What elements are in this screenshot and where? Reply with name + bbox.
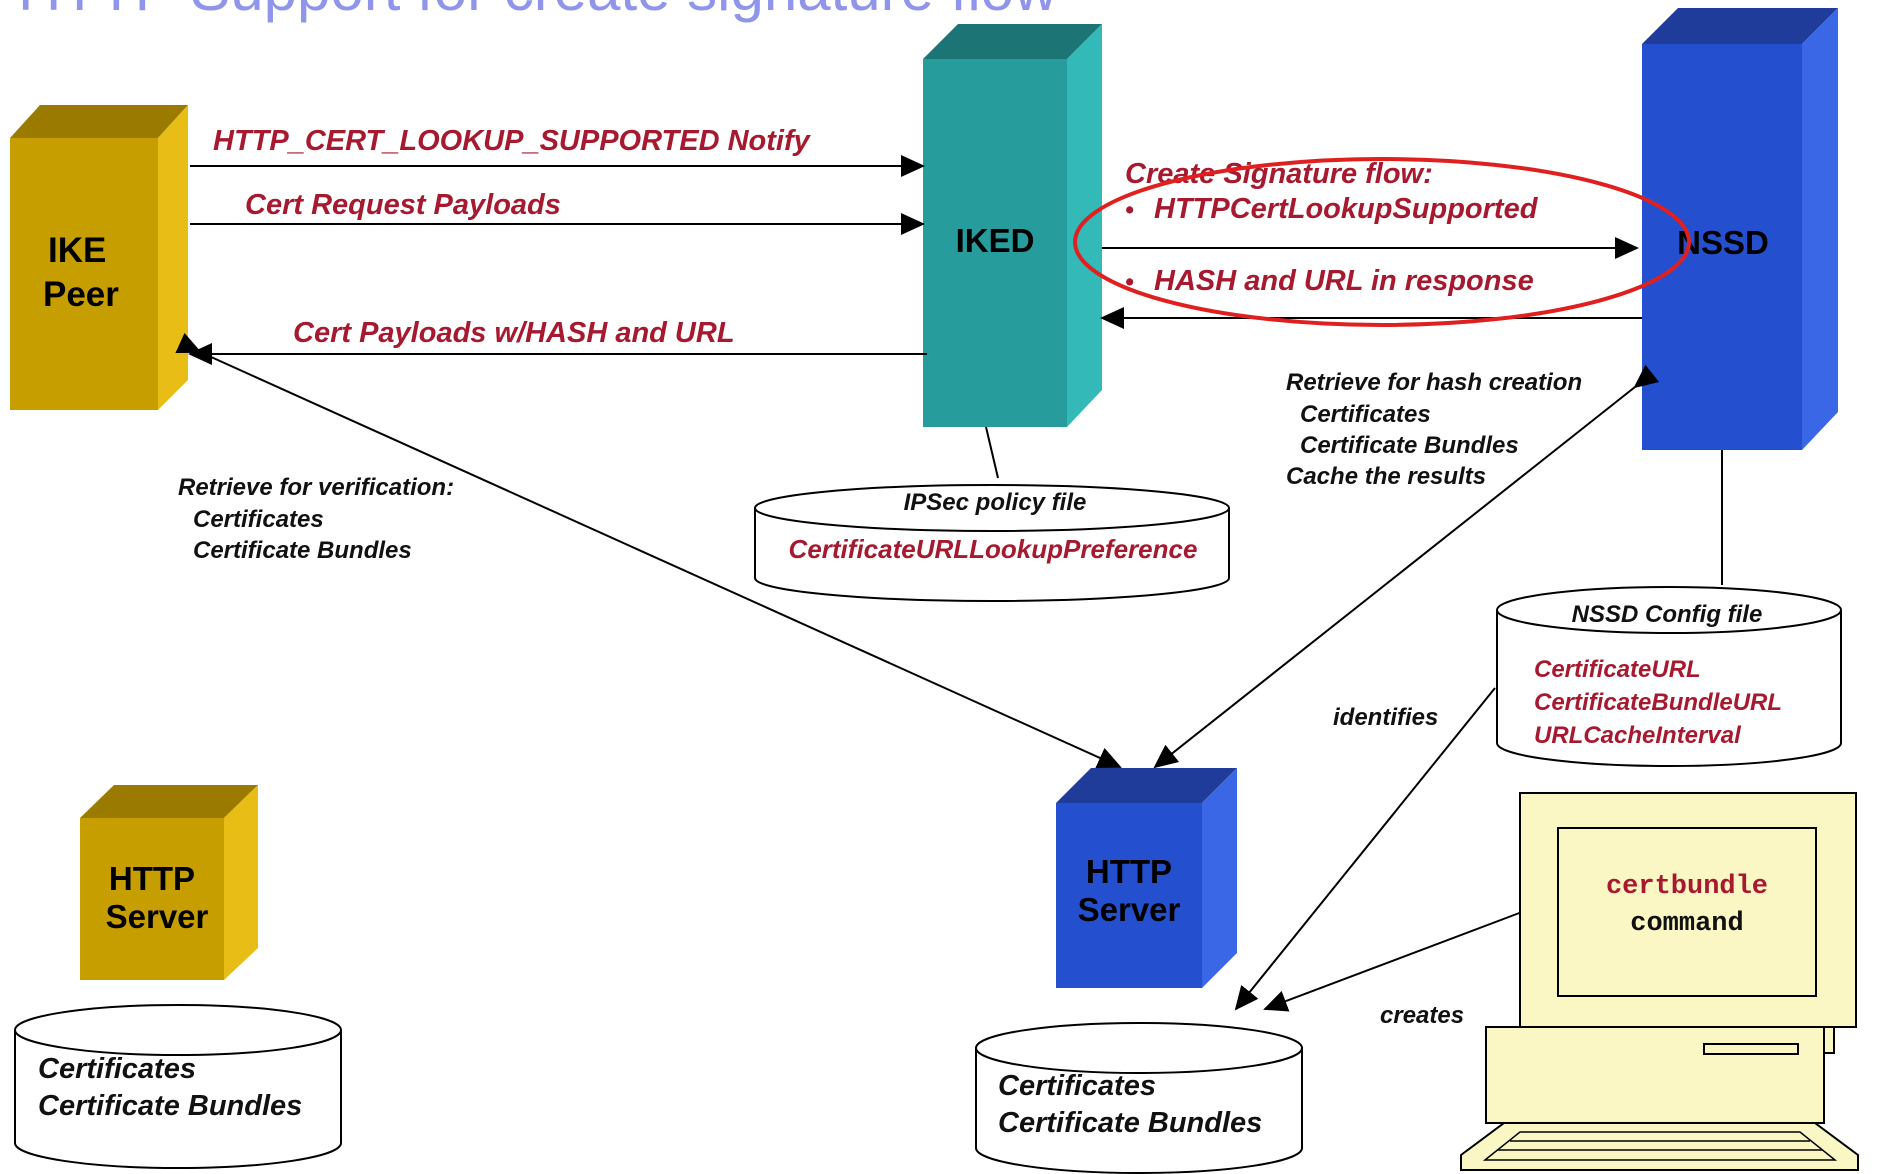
http-server-left-line2: Server bbox=[106, 898, 209, 935]
highlight-ellipse bbox=[1073, 157, 1691, 327]
identifies-label: identifies bbox=[1333, 704, 1438, 731]
iked-label: IKED bbox=[956, 222, 1035, 259]
retrieve-hash-line3: Certificate Bundles bbox=[1300, 432, 1519, 459]
bullet-2-marker: • bbox=[1125, 268, 1134, 296]
retrieve-hash-note: Retrieve for hash creation Certificates … bbox=[1286, 369, 1582, 490]
cert-payloads-label: Cert Payloads w/HASH and URL bbox=[293, 317, 735, 349]
iked-policy-connector bbox=[985, 426, 999, 479]
nssd-label: NSSD bbox=[1677, 224, 1769, 261]
ike-peer-label-line1: IKE bbox=[48, 231, 106, 270]
retrieve-hash-line1: Retrieve for hash creation bbox=[1286, 369, 1582, 396]
command-name: certbundle bbox=[1606, 872, 1768, 902]
http-server-left-line1: HTTP bbox=[109, 860, 195, 897]
retrieve-verification-line3: Certificate Bundles bbox=[193, 537, 412, 564]
ike-peer-node: IKE Peer bbox=[10, 105, 188, 410]
nssd-node: NSSD bbox=[1642, 8, 1838, 450]
cert-request-label: Cert Request Payloads bbox=[245, 189, 561, 221]
retrieve-verification-note: Retrieve for verification: Certificates … bbox=[178, 474, 454, 564]
http-server-right-node: HTTP Server bbox=[1056, 768, 1237, 988]
nssd-config-database: NSSD Config file CertificateURL Certific… bbox=[1496, 586, 1842, 767]
ike-peer-label-line2: Peer bbox=[43, 275, 119, 314]
http-server-right-line1: HTTP bbox=[1086, 853, 1172, 890]
iked-node: IKED bbox=[923, 24, 1102, 427]
ipsec-policy-title: IPSec policy file bbox=[904, 489, 1087, 516]
retrieve-hash-line4: Cache the results bbox=[1286, 463, 1486, 490]
nssd-config-item-1: CertificateURL bbox=[1534, 656, 1701, 683]
http-server-left-node: HTTP Server bbox=[80, 785, 258, 980]
nssd-config-item-2: CertificateBundleURL bbox=[1534, 689, 1782, 716]
right-store-database: Certificates Certificate Bundles bbox=[975, 1022, 1303, 1174]
command-word: command bbox=[1630, 909, 1743, 939]
nssd-config-title: NSSD Config file bbox=[1572, 601, 1763, 628]
retrieve-hash-line2: Certificates bbox=[1300, 401, 1431, 428]
left-store-item-2: Certificate Bundles bbox=[38, 1090, 302, 1122]
right-store-item-1: Certificates bbox=[998, 1070, 1156, 1102]
left-store-item-1: Certificates bbox=[38, 1053, 196, 1085]
ipsec-policy-value: CertificateURLLookupPreference bbox=[789, 534, 1198, 564]
ipsec-policy-database: IPSec policy file CertificateURLLookupPr… bbox=[754, 484, 1230, 602]
right-store-item-2: Certificate Bundles bbox=[998, 1107, 1262, 1139]
verification-arrow bbox=[175, 332, 1122, 768]
page-title: HTTP Support for create signature flow bbox=[18, 0, 1058, 23]
notify-label: HTTP_CERT_LOOKUP_SUPPORTED Notify bbox=[213, 125, 812, 157]
left-store-database: Certificates Certificate Bundles bbox=[14, 1004, 342, 1169]
nssd-config-item-3: URLCacheInterval bbox=[1534, 722, 1742, 749]
creates-arrow bbox=[1263, 911, 1523, 1012]
retrieve-verification-line1: Retrieve for verification: bbox=[178, 474, 454, 501]
creates-label: creates bbox=[1380, 1002, 1464, 1029]
bullet-1-marker: • bbox=[1125, 196, 1134, 224]
http-server-right-line2: Server bbox=[1078, 891, 1181, 928]
retrieve-verification-line2: Certificates bbox=[193, 506, 324, 533]
bullet-2-label: HASH and URL in response bbox=[1154, 265, 1534, 297]
bullet-1-label: HTTPCertLookupSupported bbox=[1154, 193, 1539, 225]
hash-creation-arrow bbox=[1153, 364, 1660, 769]
identifies-arrow bbox=[1234, 687, 1496, 1011]
computer-illustration: certbundle command bbox=[1460, 792, 1859, 1171]
